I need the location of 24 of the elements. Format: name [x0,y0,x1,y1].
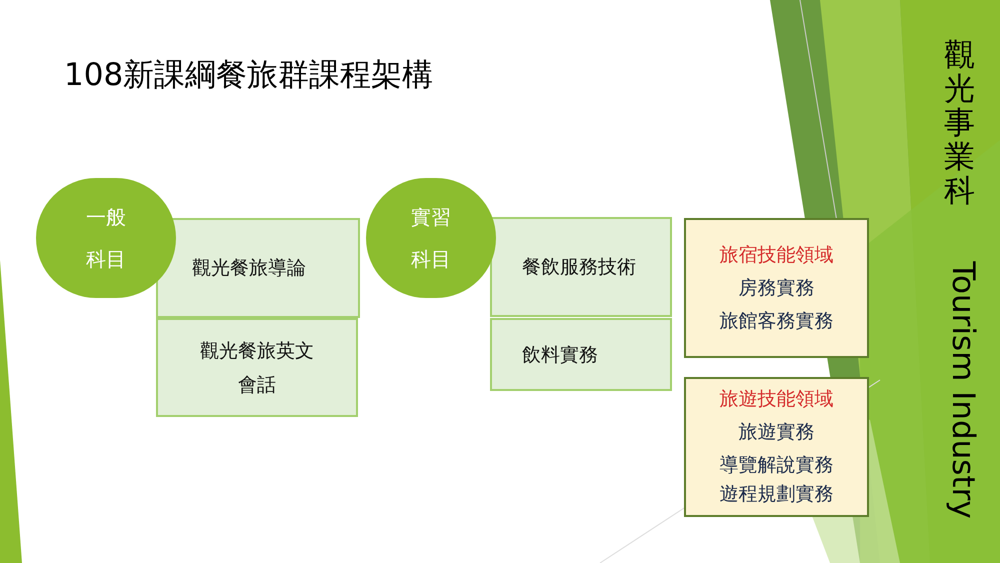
course-box [156,218,360,318]
course-text: 觀光餐旅導論 [192,256,307,281]
circle-text: 科目 [411,249,451,269]
circle-text: 科目 [86,249,126,269]
course-text: 房務實務 [738,276,814,300]
skill-area-box [684,377,869,517]
skill-area-box [684,218,869,358]
title: 108新課綱餐旅群課程架構 [64,56,434,95]
course-text: 旅遊實務 [738,420,814,445]
course-text: 觀光餐旅英文會話 [199,338,315,398]
vertical-label: Tourism Industry [944,260,982,521]
course-text: 導覽解說實務 [720,453,834,478]
area-heading: 旅宿技能領域 [720,242,834,268]
vertical-label: 觀光事業科 [944,38,975,208]
course-box [490,318,672,391]
circle-text: 一般 [86,207,126,227]
course-text: 遊程規劃實務 [720,482,834,507]
course-text: 餐飲服務技術 [522,255,637,280]
course-box [156,318,358,417]
course-box [490,217,672,317]
course-text: 飲料實務 [522,342,599,368]
circle-text: 實習 [411,207,451,227]
course-text: 旅館客務實務 [720,308,834,334]
area-heading: 旅遊技能領域 [720,387,834,412]
